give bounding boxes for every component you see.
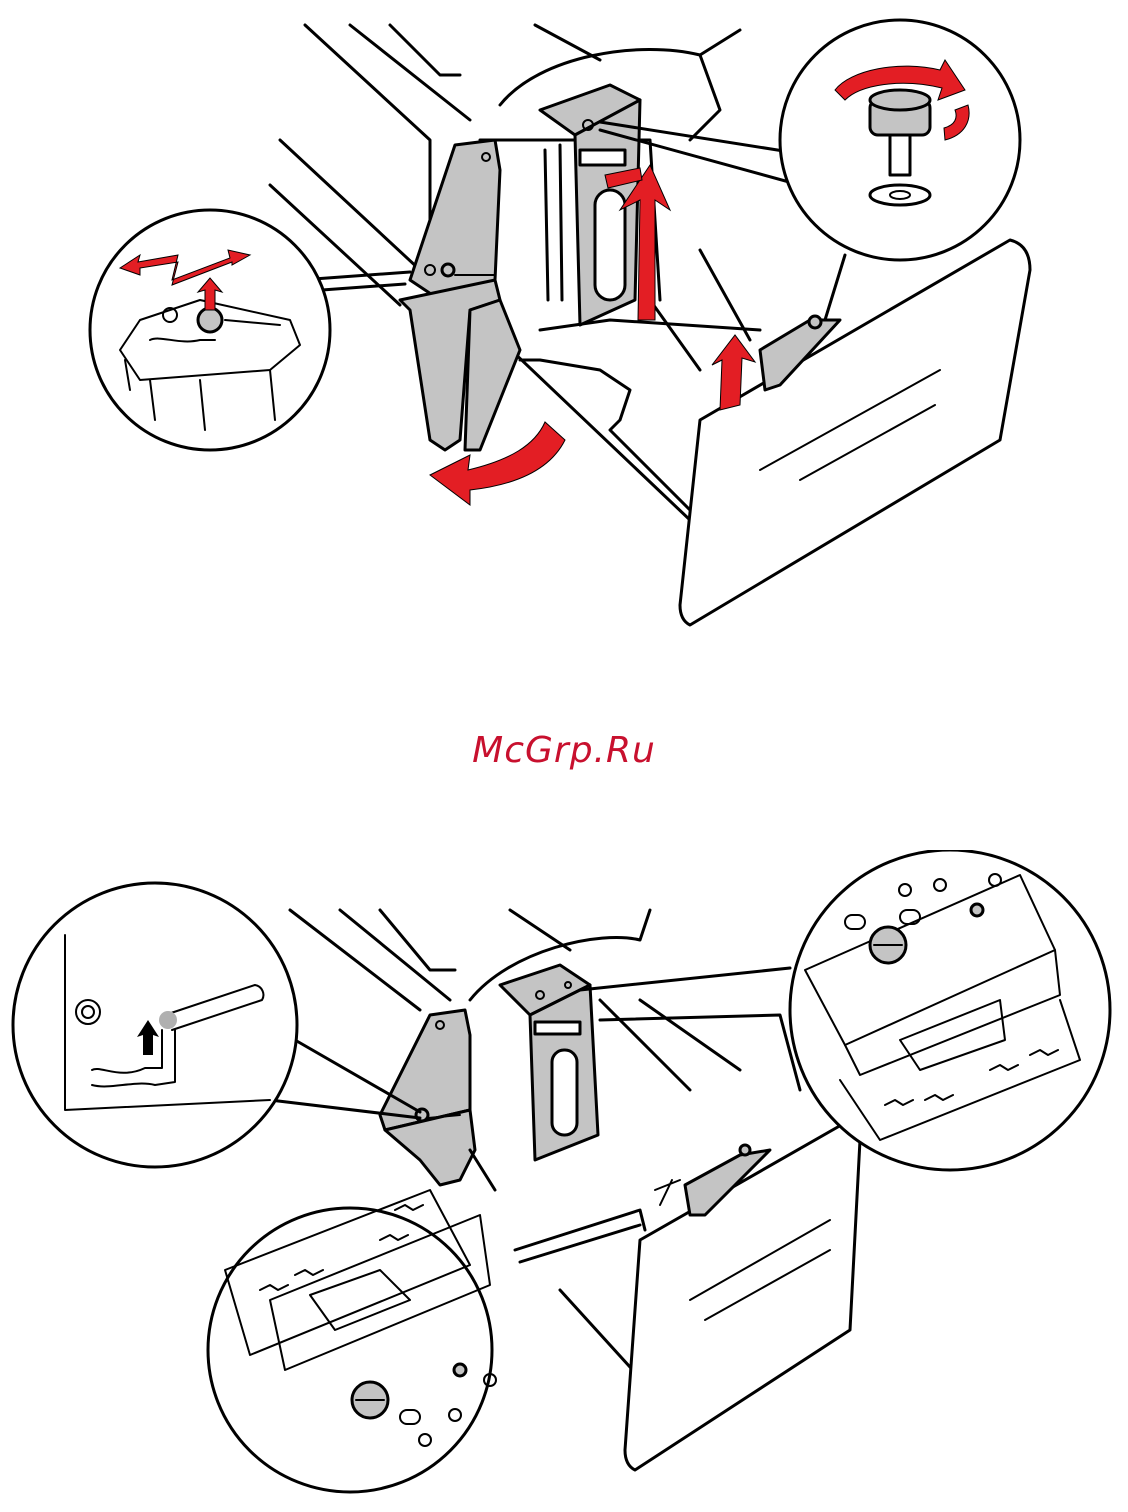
bottom-illustration: [0, 850, 1128, 1512]
end-guide-icon: [400, 140, 520, 450]
thumbscrew-detail-left: [90, 210, 410, 450]
top-illustration: [0, 0, 1128, 650]
watermark-text: McGrp.Ru: [0, 730, 1128, 771]
side-guide-detail: [208, 1190, 645, 1492]
screw-icon: [580, 850, 1110, 1170]
rear-guide: [500, 965, 598, 1160]
